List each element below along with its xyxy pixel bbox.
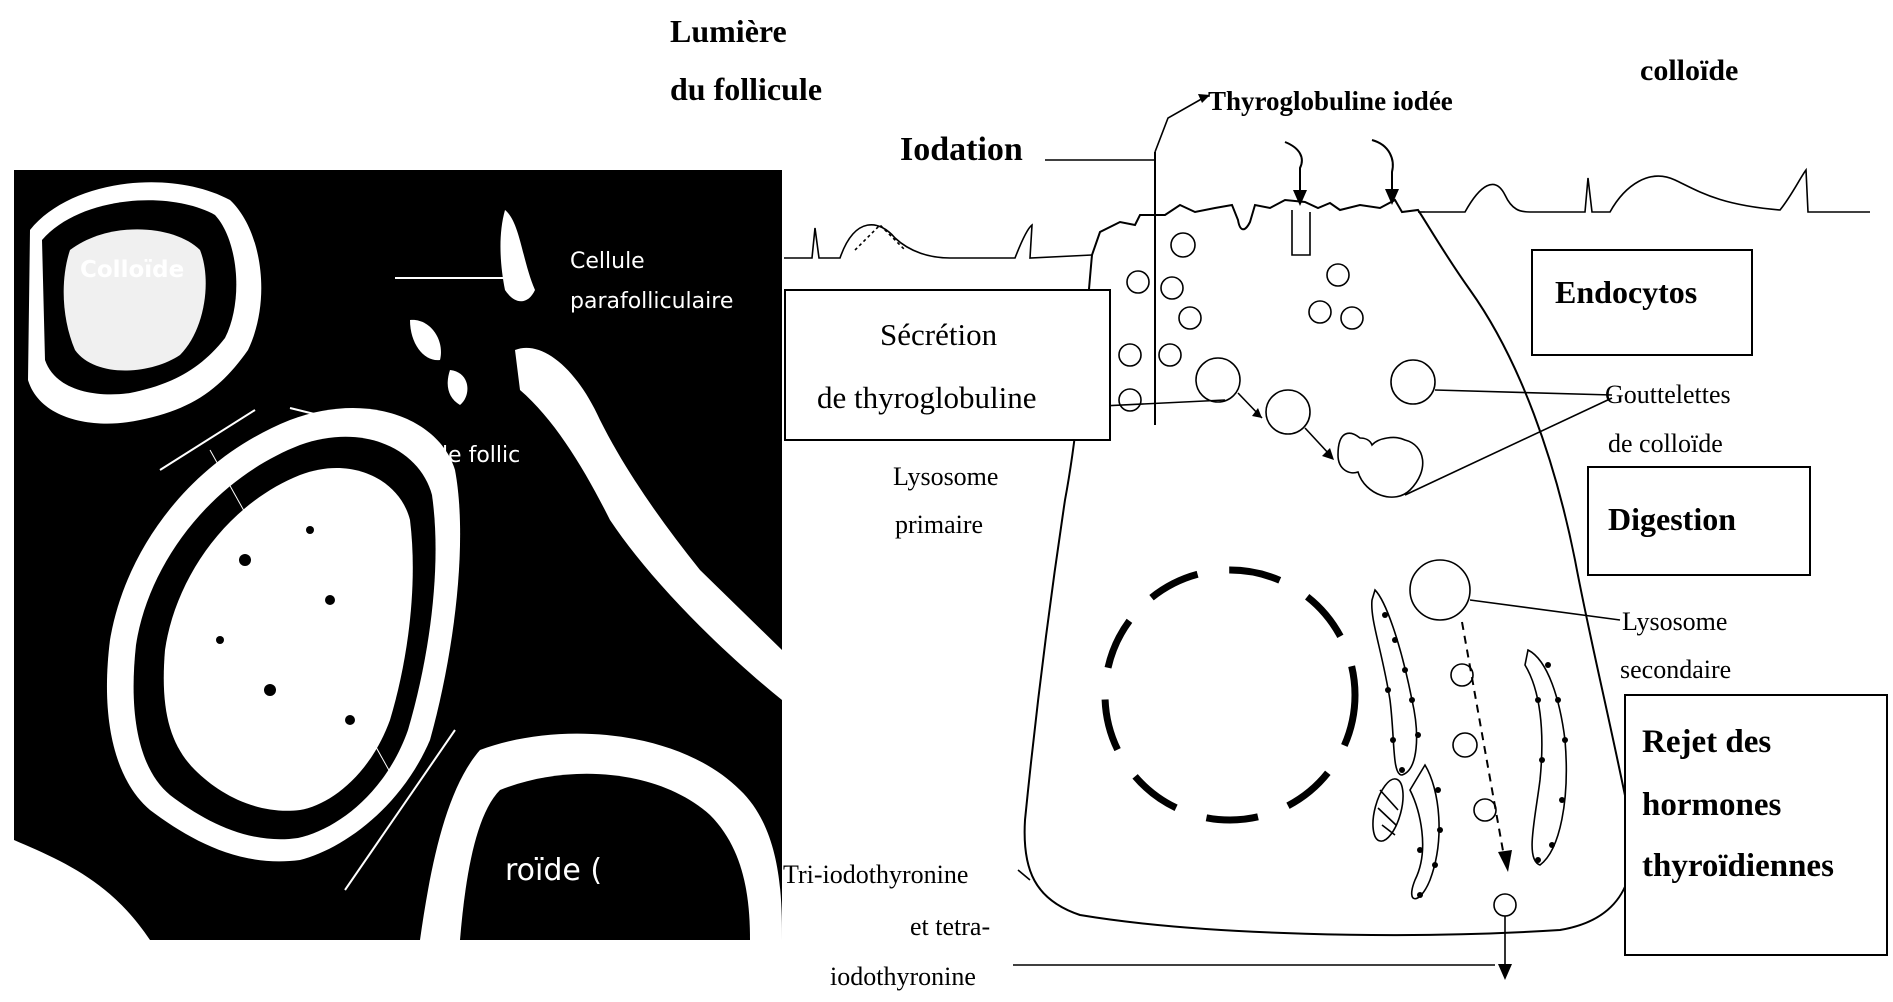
endoplasmic-reticulum [1372,590,1568,899]
label-rejet-1: Rejet des [1642,724,1771,760]
label-parafolliculaire: parafolliculaire [570,289,733,314]
label-rejet-3: thyroïdiennes [1642,848,1834,884]
label-triiodo-1: Tri-iodothyronine [783,860,968,889]
lysosome-secondaire-circle [1410,560,1470,620]
label-iodation: Iodation [900,131,1023,168]
label-cellule: Cellule [570,249,645,274]
label-endocytose: Endocytos [1555,274,1697,310]
fusion-droplet [1338,433,1423,497]
label-colloide: Colloïde [80,257,184,283]
thyroid-micrograph: Colloïde Cellule parafolliculaire ule fo… [14,170,782,940]
label-triiodo-3: iodothyronine [830,962,976,991]
label-lysosome-secondaire-2: secondaire [1620,655,1731,684]
colloid-surface-left [784,225,1092,258]
endocytic-vesicles [1309,264,1363,329]
label-secretion-2: de thyroglobuline [817,380,1037,415]
label-lumiere: Lumière [670,13,787,49]
secretion-box [785,290,1110,440]
label-thyroglobuline-iodee: Thyroglobuline iodée [1208,86,1453,116]
nucleus [1105,570,1355,820]
label-cellule-folliculaire-partial: ule follic [428,443,520,468]
label-digestion: Digestion [1608,501,1736,537]
label-gouttelettes-2: de colloïde [1608,429,1723,458]
thyroid-cell-diagram: Lumière du follicule colloïde Iodation T… [670,13,1887,991]
label-secretion-1: Sécrétion [880,317,998,352]
label-thyroide-partial: roïde ( [505,853,602,888]
label-gouttelettes-1: Gouttelettes [1605,380,1731,409]
colloid-surface-right [1425,170,1870,212]
lysosome-primaire-circle [1196,358,1240,402]
label-lysosome-secondaire-1: Lysosome [1622,607,1727,636]
colloid-droplet-2 [1391,360,1435,404]
label-du-follicule: du follicule [670,71,822,107]
label-colloide: colloïde [1640,54,1738,87]
label-rejet-2: hormones [1642,787,1781,823]
secretory-vesicles [1119,233,1201,411]
exocytosis-vesicle [1494,894,1516,916]
label-triiodo-2: et tetra- [910,912,990,941]
label-lysosome-primaire-1: Lysosome [893,462,998,491]
label-lysosome-primaire-2: primaire [895,510,983,539]
mitochondrion [1367,776,1409,845]
colloid-droplet-1 [1266,390,1310,434]
